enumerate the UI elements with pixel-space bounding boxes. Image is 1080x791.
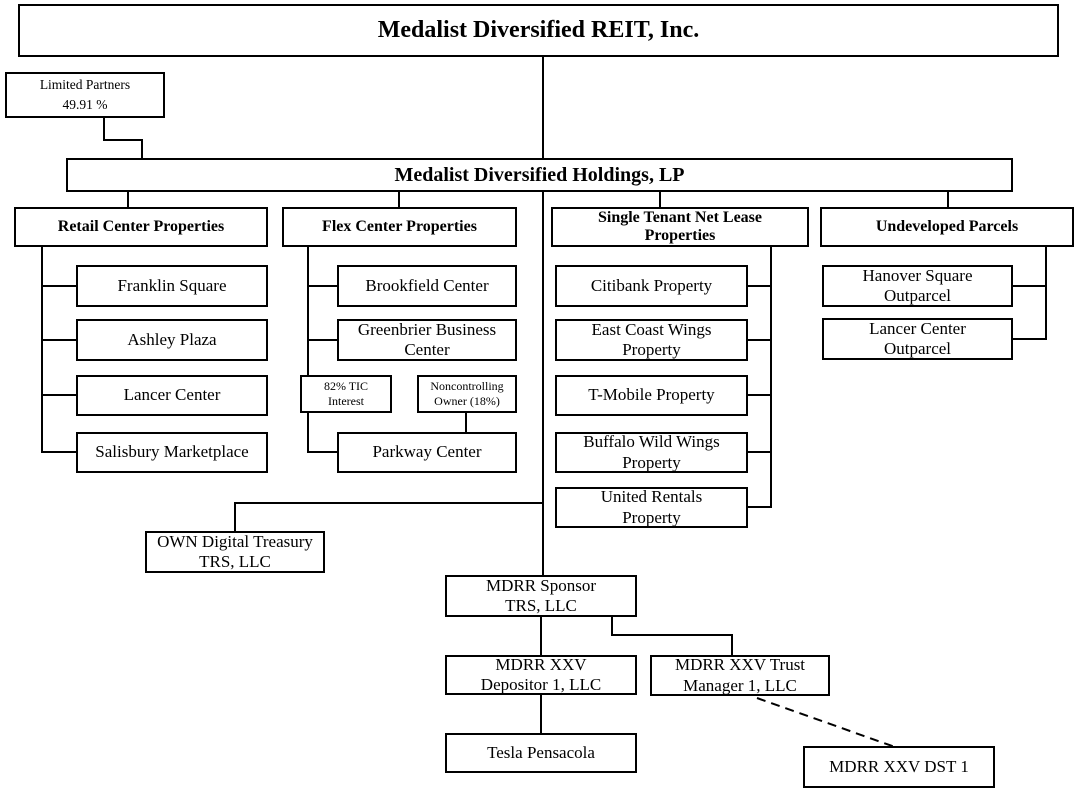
connector-stub-lancer [41, 394, 76, 396]
connector-flex-rail-upper [307, 247, 309, 375]
node-mdrr-xxv-dst: MDRR XXV DST 1 [803, 746, 995, 788]
connector-retail-rail [41, 247, 43, 453]
connector-stub-eastcoast [748, 339, 770, 341]
node-franklin-square: Franklin Square [76, 265, 268, 307]
node-retail-center-properties-header: Retail Center Properties [14, 207, 268, 247]
node-label: Lancer Center [123, 385, 221, 405]
connector-lp-elbow-down [103, 118, 105, 141]
node-lancer-center-outparcel: Lancer Center Outparcel [822, 318, 1013, 360]
node-label: Citibank Property [590, 275, 713, 295]
node-lancer-center: Lancer Center [76, 375, 268, 416]
connector-undeveloped-rail [1045, 247, 1047, 340]
node-mdrr-sponsor-trs: MDRR Sponsor TRS, LLC [445, 575, 637, 617]
connector-stub-hanover [1013, 285, 1047, 287]
node-label: Parkway Center [372, 442, 482, 462]
node-label: Hanover Square Outparcel [862, 265, 973, 305]
node-label: Flex Center Properties [322, 217, 477, 235]
connector-own-digital-branch [234, 502, 544, 504]
node-label: Undeveloped Parcels [875, 217, 1019, 235]
node-label: Salisbury Marketplace [95, 442, 249, 462]
node-label: Franklin Square [117, 275, 227, 295]
connector-stnl-rail [770, 247, 772, 508]
connector-holdings-sponsor-spine [542, 192, 544, 575]
node-label: Greenbrier Business Center [357, 319, 497, 359]
connector-stub-lancer-outparcel [1013, 338, 1047, 340]
node-limited-partners: Limited Partners 49.91 % [5, 72, 165, 118]
node-undeveloped-parcels-header: Undeveloped Parcels [820, 207, 1074, 247]
node-own-digital-treasury: OWN Digital Treasury TRS, LLC [145, 531, 325, 573]
node-label: Buffalo Wild Wings Property [583, 432, 720, 472]
node-label: Medalist Diversified REIT, Inc. [377, 17, 700, 44]
node-parkway-center: Parkway Center [337, 432, 517, 473]
node-label: Single Tenant Net Lease Properties [597, 208, 762, 244]
connector-stub-greenbrier [307, 339, 337, 341]
node-brookfield-center: Brookfield Center [337, 265, 517, 307]
node-label: Brookfield Center [365, 275, 489, 295]
node-label: Ashley Plaza [127, 329, 217, 349]
connector-own-digital-drop [234, 502, 236, 531]
connector-flex-rail-lower [307, 411, 309, 453]
node-tesla-pensacola: Tesla Pensacola [445, 733, 637, 773]
node-label: Medalist Diversified Holdings, LP [394, 164, 685, 186]
node-label: Noncontrolling Owner (18%) [430, 379, 504, 408]
node-single-tenant-net-lease-header: Single Tenant Net Lease Properties [551, 207, 809, 247]
node-label: MDRR XXV DST 1 [829, 756, 969, 776]
node-greenbrier-business-center: Greenbrier Business Center [337, 319, 517, 361]
connector-sponsor-elbow-down [611, 617, 613, 636]
node-label: Tesla Pensacola [487, 742, 595, 762]
connector-stub-undeveloped-header [947, 192, 949, 207]
connector-stub-salisbury [41, 451, 76, 453]
limited-partners-name: Limited Partners [39, 76, 131, 92]
connector-noncontrolling-parkway [465, 411, 467, 432]
connector-stub-retail-header [127, 192, 129, 207]
node-ashley-plaza: Ashley Plaza [76, 319, 268, 361]
node-label: United Rentals Property [600, 487, 703, 527]
connector-stub-franklin [41, 285, 76, 287]
connector-elbow-trust-manager [731, 634, 733, 655]
node-label: MDRR Sponsor TRS, LLC [485, 575, 597, 615]
connector-stub-flex-header [398, 192, 400, 207]
node-tmobile-property: T-Mobile Property [555, 375, 748, 416]
connector-stub-brookfield [307, 285, 337, 287]
connector-reit-holdings [542, 57, 544, 158]
node-hanover-square-outparcel: Hanover Square Outparcel [822, 265, 1013, 307]
node-label: East Coast Wings Property [591, 319, 712, 359]
node-holdings-lp: Medalist Diversified Holdings, LP [66, 158, 1013, 192]
node-united-rentals-property: United Rentals Property [555, 487, 748, 528]
connector-depositor-tesla [540, 694, 542, 733]
node-mdrr-xxv-trust-manager: MDRR XXV Trust Manager 1, LLC [650, 655, 830, 696]
connector-lp-elbow-across [103, 139, 143, 141]
connector-stub-united [748, 506, 770, 508]
node-label: 82% TIC Interest [323, 379, 369, 408]
connector-stub-parkway [307, 451, 337, 453]
connector-stub-citibank [748, 285, 770, 287]
connector-stub-ashley [41, 339, 76, 341]
node-label: OWN Digital Treasury TRS, LLC [157, 531, 313, 571]
connector-sponsor-depositor [540, 617, 542, 655]
node-salisbury-marketplace: Salisbury Marketplace [76, 432, 268, 473]
node-flex-center-properties-header: Flex Center Properties [282, 207, 517, 247]
node-buffalo-wild-wings-property: Buffalo Wild Wings Property [555, 432, 748, 473]
connector-stub-buffalo [748, 451, 770, 453]
node-label: Lancer Center Outparcel [869, 318, 966, 358]
limited-partners-ownership: 49.91 % [62, 97, 108, 112]
node-tic-interest: 82% TIC Interest [300, 375, 392, 413]
node-east-coast-wings-property: East Coast Wings Property [555, 319, 748, 361]
connector-stub-tmobile [748, 394, 770, 396]
dashed-line-trust-manager-dst [756, 697, 896, 748]
node-label: T-Mobile Property [588, 385, 715, 405]
node-reit: Medalist Diversified REIT, Inc. [18, 4, 1059, 57]
node-mdrr-xxv-depositor: MDRR XXV Depositor 1, LLC [445, 655, 637, 695]
connector-sponsor-elbow-across [611, 634, 733, 636]
node-citibank-property: Citibank Property [555, 265, 748, 307]
node-label: Retail Center Properties [57, 217, 225, 235]
node-label: MDRR XXV Depositor 1, LLC [480, 654, 602, 694]
node-label: MDRR XXV Trust Manager 1, LLC [674, 655, 806, 695]
node-noncontrolling-owner: Noncontrolling Owner (18%) [417, 375, 517, 413]
connector-stub-stnl-header [659, 192, 661, 207]
connector-lp-elbow-into-holdings [141, 139, 143, 158]
